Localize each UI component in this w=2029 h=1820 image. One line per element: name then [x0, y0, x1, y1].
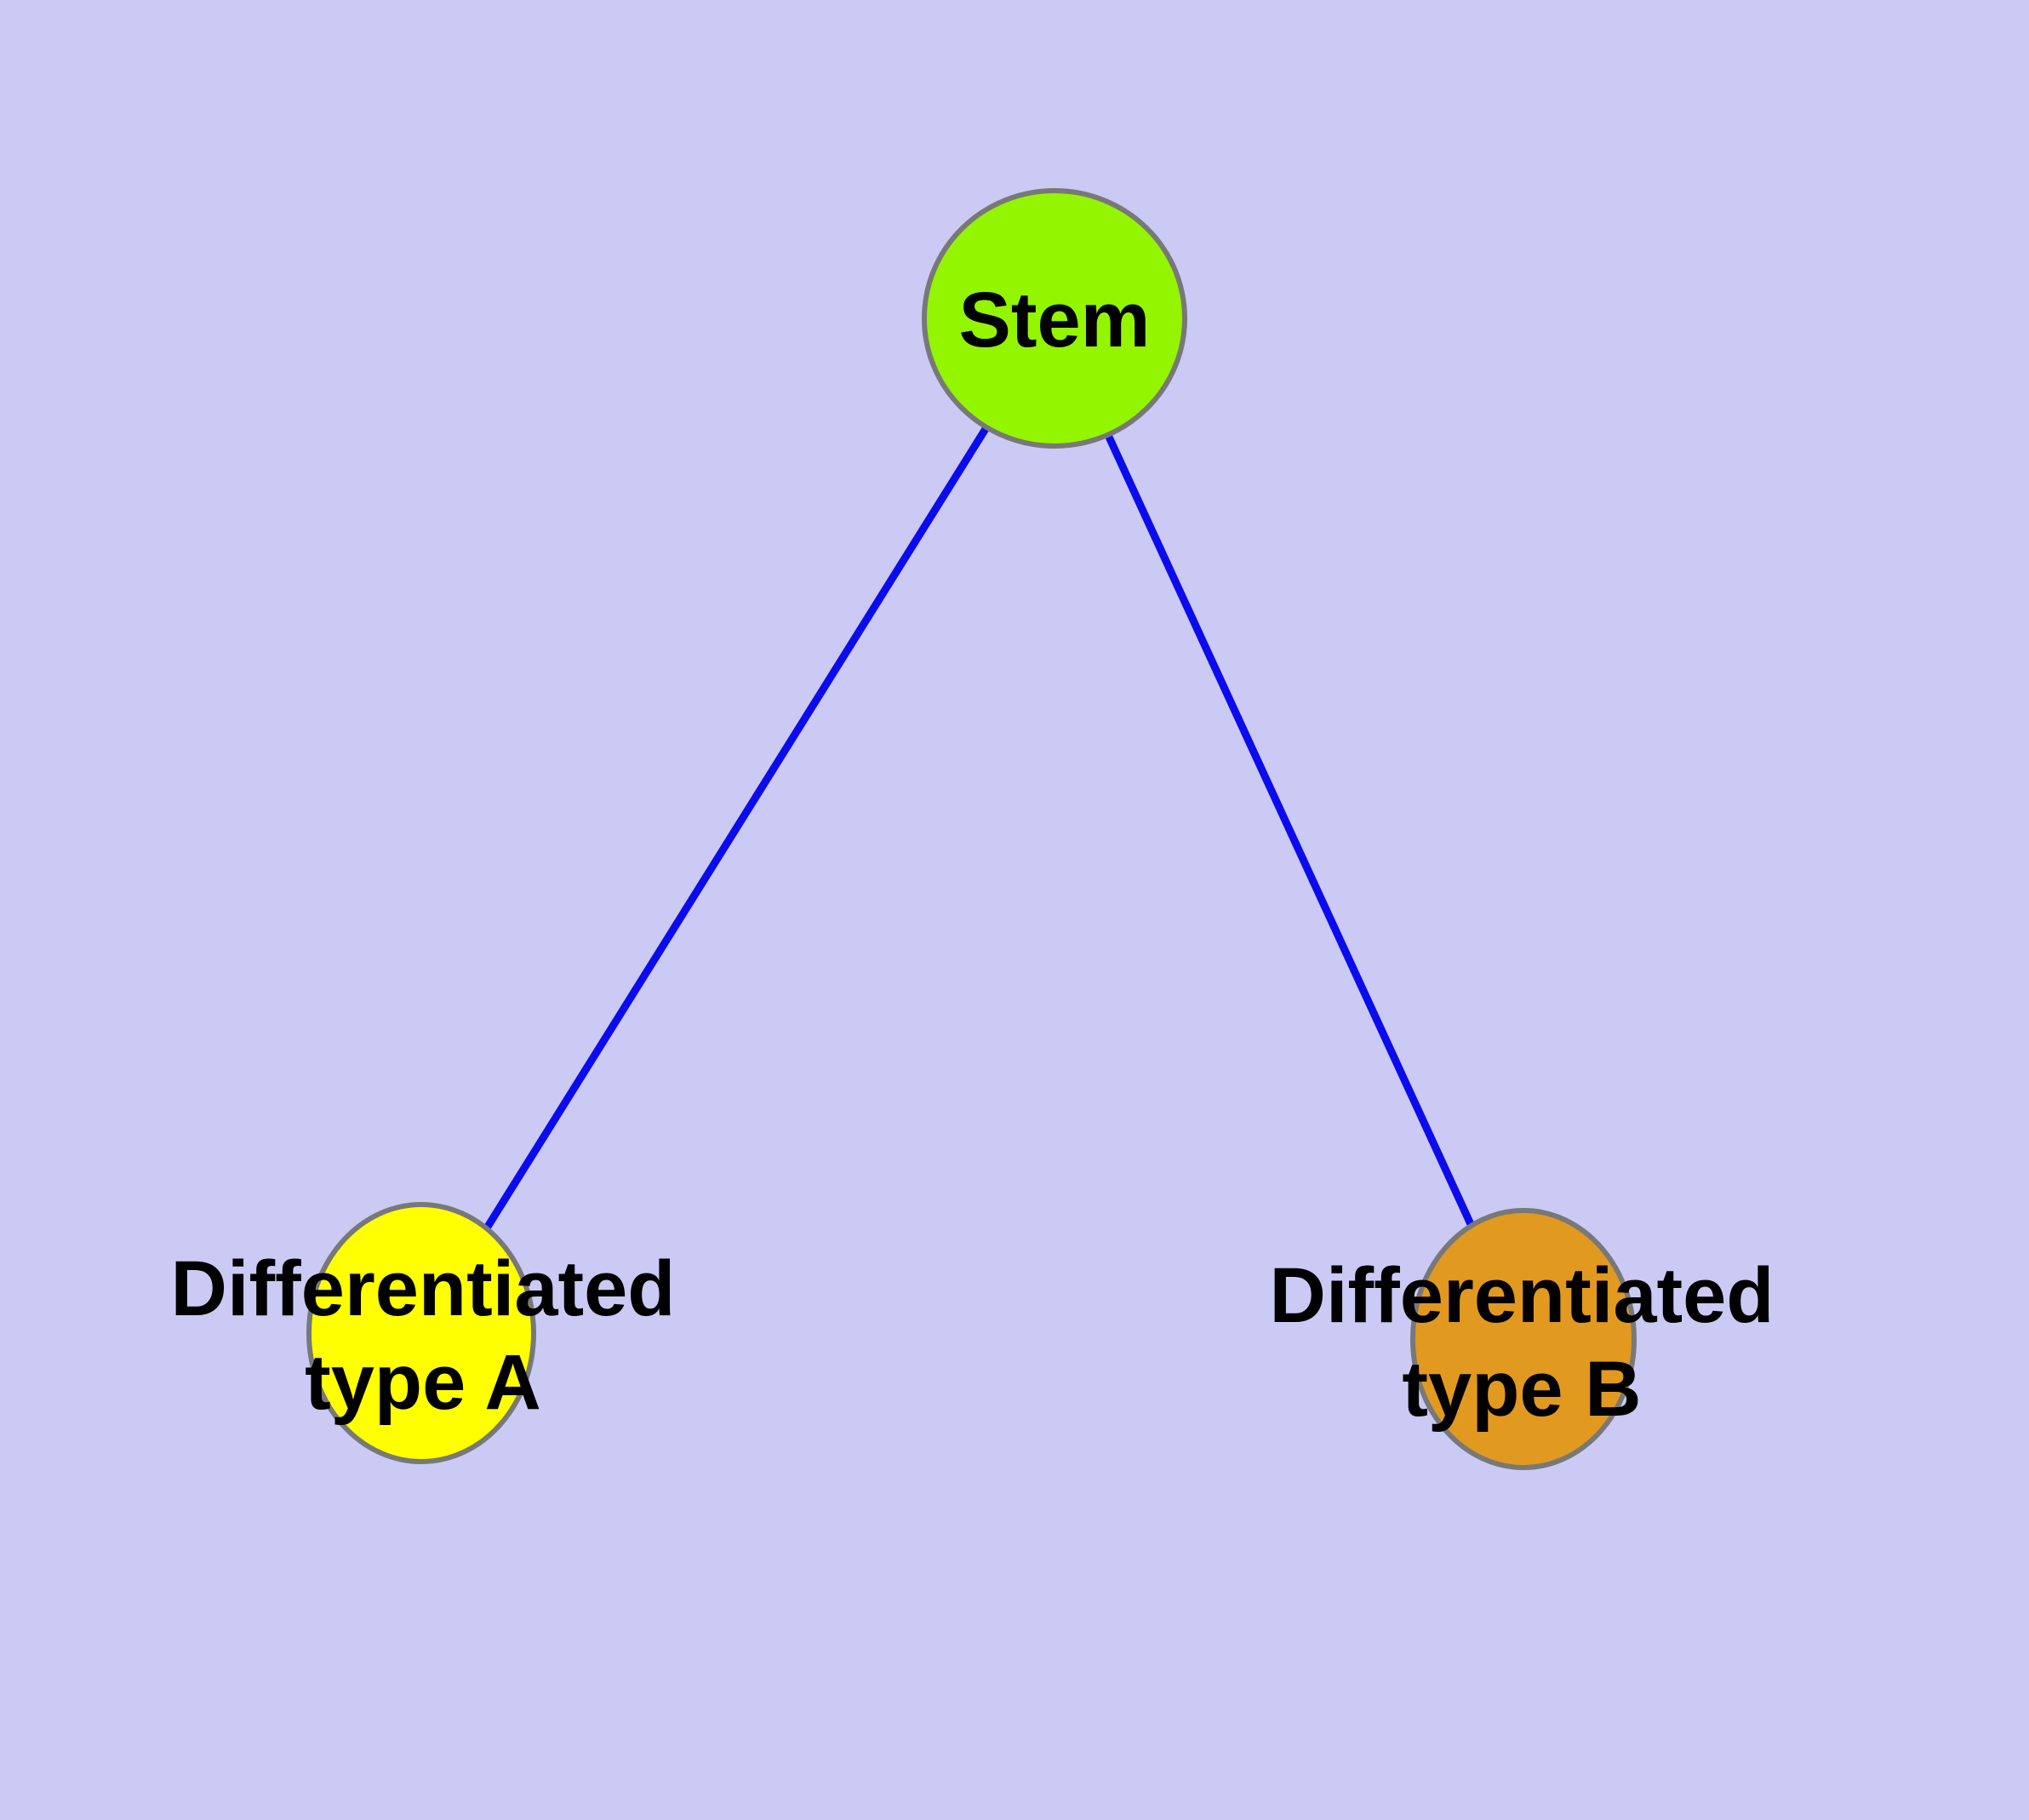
node-differentiated-type-b-label-line1: Differentiated [1270, 1252, 1775, 1339]
node-differentiated-type-a-circle [306, 1202, 536, 1464]
node-differentiated-type-a-label-line1: Differentiated [171, 1245, 676, 1332]
node-differentiated-type-a-label-line2: type A [305, 1339, 541, 1426]
node-differentiated-type-a: Differentiated type A [171, 1202, 676, 1464]
edge-group [417, 314, 1528, 1343]
node-stem-label: Stem [959, 277, 1151, 363]
node-stem: Stem [922, 188, 1187, 449]
node-stem-circle [922, 188, 1187, 449]
edge-stem-to-differentiated-a [417, 314, 1059, 1337]
edge-stem-to-differentiated-b [1050, 314, 1528, 1343]
node-differentiated-type-b-circle [1410, 1208, 1637, 1470]
node-differentiated-type-b-label-line2: type B [1402, 1346, 1641, 1433]
node-differentiated-type-b: Differentiated type B [1270, 1208, 1775, 1470]
